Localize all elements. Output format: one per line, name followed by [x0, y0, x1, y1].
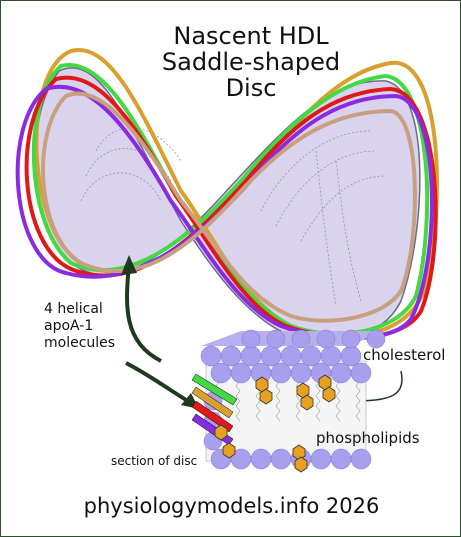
title-line-1: Nascent HDL — [173, 22, 329, 50]
disc-contours — [80, 127, 387, 307]
phospholipids-label: phospholipids — [316, 429, 420, 447]
diagram-title: Nascent HDL Saddle-shaped Disc — [151, 23, 351, 101]
apoa1-label-line-1: 4 helical — [44, 301, 103, 317]
credit-line: physiologymodels.info 2026 — [83, 494, 380, 518]
phospholipid-heads-bottom — [203, 391, 372, 470]
apoa1-label-line-3: molecules — [44, 335, 116, 351]
arrow-to-section — [125, 361, 193, 405]
apoa1-belt-purple — [15, 84, 434, 341]
disc-section — [191, 329, 386, 473]
section-label: section of disc — [111, 454, 198, 468]
apoa1-label: 4 helical apoA-1 molecules — [44, 301, 115, 352]
title-line-2: Saddle-shaped — [161, 48, 341, 76]
arrow-to-disc — [125, 262, 162, 363]
cholesterol-label: cholesterol — [363, 346, 446, 364]
title-line-3: Disc — [225, 74, 277, 102]
apoa1-belt-tan — [41, 91, 417, 323]
cholesterol-molecules — [214, 374, 336, 473]
apoa1-label-line-2: apoA-1 — [44, 318, 94, 334]
arrow-to-disc-head — [121, 255, 137, 275]
phospholipid-heads-top — [200, 329, 386, 384]
